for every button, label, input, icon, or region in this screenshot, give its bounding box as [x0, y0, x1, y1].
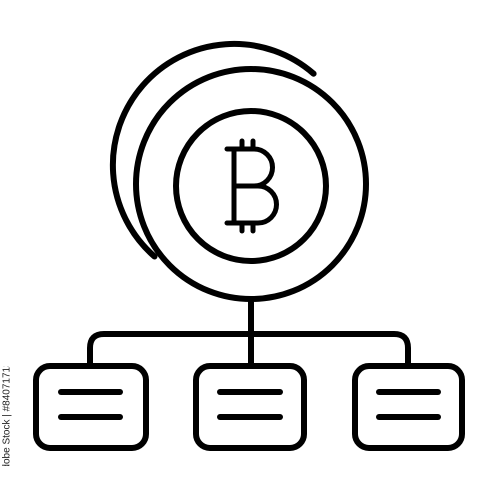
coin-inner-ring-icon	[173, 108, 329, 264]
stock-id-watermark: Adobe Stock | #840717136	[1, 366, 13, 466]
back-coin-outline-icon	[109, 40, 317, 260]
stock-id-text: Adobe Stock | #840717136	[1, 366, 13, 466]
middle-node-box-icon	[193, 363, 307, 451]
right-node-box-icon	[352, 363, 465, 451]
network-connector-lines-icon	[87, 297, 411, 367]
left-node-box-icon	[33, 363, 149, 451]
bitcoin-symbol-icon	[224, 138, 279, 234]
